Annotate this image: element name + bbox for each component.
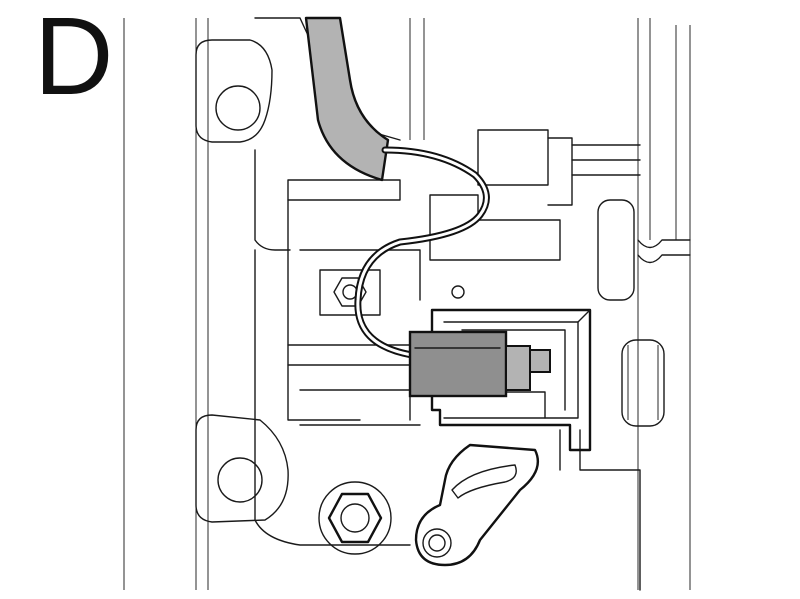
two-wire-lead — [354, 146, 490, 359]
valve-body-housing — [123, 17, 691, 591]
bolt-lower-left — [318, 481, 392, 555]
inline-connector — [408, 330, 551, 398]
gray-harness-sleeve — [304, 16, 390, 182]
sensor-bracket — [414, 308, 592, 567]
panel-label: D — [34, 0, 114, 118]
hex-bolts — [318, 481, 392, 555]
